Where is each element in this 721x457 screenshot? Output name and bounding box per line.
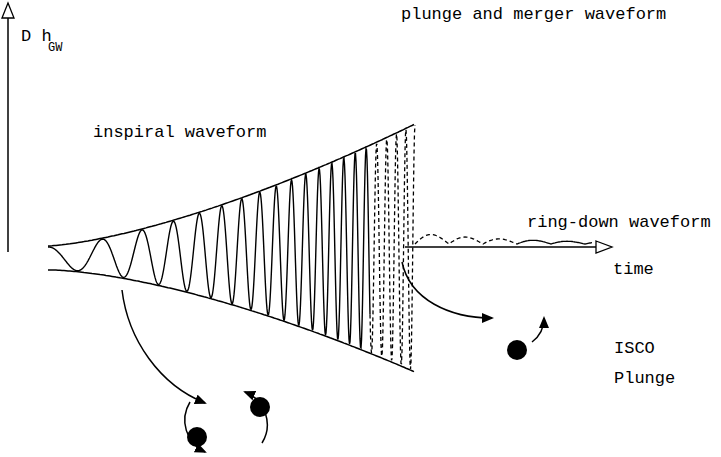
pointer-arrow xyxy=(122,290,205,403)
stage-label: Plunge xyxy=(613,370,676,387)
axis-arrowhead xyxy=(2,3,14,18)
stage-label: inspiral waveform xyxy=(92,124,267,141)
waveform-curve xyxy=(520,240,592,244)
stage-label: plunge and merger waveform xyxy=(400,6,667,23)
pointer-arrow xyxy=(402,262,492,318)
waveform-curve xyxy=(370,125,415,369)
waveform-curve xyxy=(48,125,414,247)
plunge-arrow xyxy=(532,318,544,342)
black-hole-dot xyxy=(507,340,527,360)
axis-arrowhead xyxy=(596,241,612,253)
time-axis xyxy=(405,246,596,248)
axis-subscript: GW xyxy=(47,42,63,54)
black-hole-dot xyxy=(250,397,270,417)
waveform-curve xyxy=(48,149,370,348)
waveform-curve xyxy=(415,235,520,245)
axis-label: time xyxy=(612,261,655,278)
amplitude-axis xyxy=(7,18,9,252)
waveform-curves xyxy=(48,125,592,372)
stage-label: ring-down waveform xyxy=(526,214,712,231)
black-hole-dot xyxy=(187,427,207,447)
stage-label: ISCO xyxy=(613,340,656,357)
